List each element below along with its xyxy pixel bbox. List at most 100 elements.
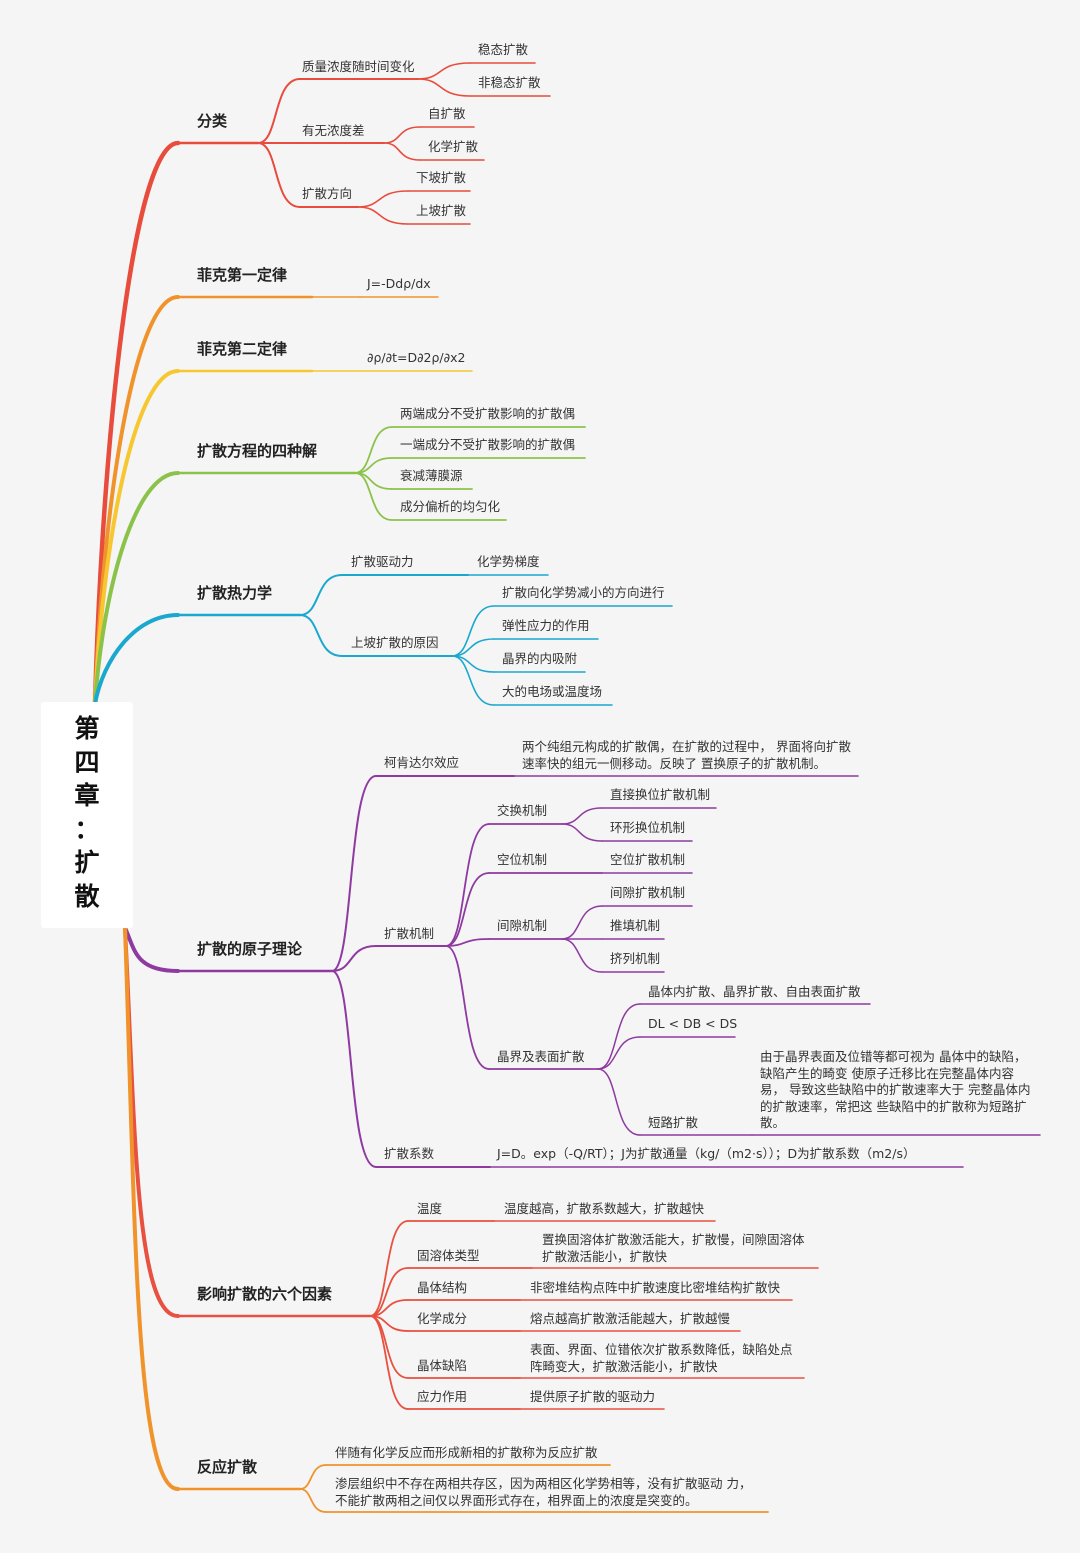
node-short-circuit[interactable]: 短路扩散 xyxy=(648,1115,699,1130)
branch-classification[interactable]: 分类 xyxy=(197,112,228,130)
node-fick2-equation[interactable]: ∂ρ/∂t=D∂2ρ/∂x2 xyxy=(367,350,466,365)
main-line-thermo xyxy=(93,613,180,706)
node-uphill-cause-4[interactable]: 大的电场或温度场 xyxy=(502,684,603,699)
node-uphill-cause-1[interactable]: 扩散向化学势减小的方向进行 xyxy=(502,585,665,600)
node-coefficient-formula[interactable]: J=D。exp（-Q/RT）；J为扩散通量（kg/（m2·s））；D为扩散系数（… xyxy=(497,1146,916,1161)
line-reaction-1 xyxy=(299,1464,327,1490)
node-solution-1[interactable]: 两端成分不受扩散影响的扩散偶 xyxy=(400,406,576,421)
line-steady xyxy=(417,62,471,80)
line-ring xyxy=(561,823,603,842)
main-line-fick1 xyxy=(93,295,180,706)
branch-thermodynamics[interactable]: 扩散热力学 xyxy=(197,584,273,602)
line-coef xyxy=(331,970,377,1168)
node-factor-solid-solution[interactable]: 固溶体类型 xyxy=(417,1248,480,1263)
main-line-atomic xyxy=(123,926,180,973)
line-gb-c2 xyxy=(597,1036,641,1070)
node-interstitial-mechanism[interactable]: 间隙机制 xyxy=(497,918,548,933)
node-interstitial-diffusion[interactable]: 间隙扩散机制 xyxy=(610,885,686,900)
node-push-fill[interactable]: 推填机制 xyxy=(610,918,661,933)
line-exchange xyxy=(445,823,490,947)
node-gb-types[interactable]: 晶体内扩散、晶界扩散、自由表面扩散 xyxy=(648,984,861,999)
node-diffusion-coefficient[interactable]: 扩散系数 xyxy=(384,1146,435,1161)
main-line-fick2 xyxy=(93,369,180,706)
node-direct-exchange[interactable]: 直接换位扩散机制 xyxy=(610,787,711,802)
node-exchange-mechanism[interactable]: 交换机制 xyxy=(497,803,548,818)
root-node[interactable]: 第四章：扩散 xyxy=(41,702,133,928)
line-reaction-2 xyxy=(299,1488,327,1513)
line-inter xyxy=(445,938,490,947)
line-crowd xyxy=(561,938,603,973)
node-concentration-diff[interactable]: 有无浓度差 xyxy=(302,123,365,138)
line-up xyxy=(357,206,409,225)
line-direct xyxy=(561,807,603,825)
line-vacancy xyxy=(445,872,490,947)
branch-six-factors[interactable]: 影响扩散的六个因素 xyxy=(197,1285,333,1303)
line-uphill-2 xyxy=(451,638,495,657)
line-uphill-4 xyxy=(451,655,495,706)
node-ring-exchange[interactable]: 环形换位机制 xyxy=(610,820,686,835)
node-factor-defects[interactable]: 晶体缺陷 xyxy=(417,1358,468,1373)
node-vacancy-mechanism[interactable]: 空位机制 xyxy=(497,852,548,867)
line-drive xyxy=(299,574,343,616)
node-mass-concentration[interactable]: 质量浓度随时间变化 xyxy=(302,59,415,74)
line-down xyxy=(357,190,409,208)
node-kirkendall-effect[interactable]: 柯肯达尔效应 xyxy=(384,755,460,770)
node-uphill-cause-3[interactable]: 晶界的内吸附 xyxy=(502,651,578,666)
node-chemical-diffusion[interactable]: 化学扩散 xyxy=(428,139,479,154)
node-vacancy-diffusion[interactable]: 空位扩散机制 xyxy=(610,852,686,867)
node-factor-crystal-structure[interactable]: 晶体结构 xyxy=(417,1280,468,1295)
line-factor-6 xyxy=(369,1315,409,1410)
node-uphill-diffusion[interactable]: 上坡扩散 xyxy=(416,203,467,218)
node-diffusion-mechanism[interactable]: 扩散机制 xyxy=(384,926,435,941)
node-self-diffusion[interactable]: 自扩散 xyxy=(428,106,466,121)
node-factor-defects-text[interactable]: 表面、界面、位错依次扩散系数降低，缺陷处点阵畸变大，扩散激活能小，扩散快 xyxy=(530,1342,793,1374)
node-driving-force[interactable]: 扩散驱动力 xyxy=(351,554,414,569)
node-uphill-cause-2[interactable]: 弹性应力的作用 xyxy=(502,618,590,633)
main-line-react xyxy=(123,926,180,1491)
branch-fick-first-law[interactable]: 菲克第一定律 xyxy=(197,266,288,284)
node-diffusion-direction[interactable]: 扩散方向 xyxy=(302,186,353,201)
line-gb-c1 xyxy=(597,1003,641,1070)
node-factor-stress[interactable]: 应力作用 xyxy=(417,1389,468,1404)
node-factor-composition-text[interactable]: 熔点越高扩散激活能越大，扩散越慢 xyxy=(530,1311,731,1326)
node-factor-stress-text[interactable]: 提供原子扩散的驱动力 xyxy=(530,1389,656,1404)
line-solution-4 xyxy=(354,472,393,521)
node-factor-temperature-text[interactable]: 温度越高，扩散系数越大，扩散越快 xyxy=(504,1201,705,1216)
node-grain-boundary-surface[interactable]: 晶界及表面扩散 xyxy=(497,1049,585,1064)
node-gb-order[interactable]: DL < DB < DS xyxy=(648,1016,738,1031)
node-solution-3[interactable]: 衰减薄膜源 xyxy=(400,468,463,483)
line-factor-1 xyxy=(369,1220,409,1317)
node-reaction-definition[interactable]: 伴随有化学反应而形成新相的扩散称为反应扩散 xyxy=(335,1445,598,1460)
node-factor-crystal-structure-text[interactable]: 非密堆结构点阵中扩散速度比密堆结构扩散快 xyxy=(530,1280,781,1295)
node-kirkendall-text[interactable]: 两个纯组元构成的扩散偶，在扩散的过程中， 界面将向扩散速率快的组元一侧移动。反映… xyxy=(522,739,851,771)
node-solution-4[interactable]: 成分偏析的均匀化 xyxy=(400,499,501,514)
node-factor-solid-solution-text[interactable]: 置换固溶体扩散激活能大，扩散慢，间隙固溶体扩散激活能小，扩散快 xyxy=(542,1232,805,1264)
line-solution-1 xyxy=(354,426,393,474)
node-solution-2[interactable]: 一端成分不受扩散影响的扩散偶 xyxy=(400,437,576,452)
line-self xyxy=(383,126,421,144)
line-kirk xyxy=(331,775,377,972)
line-short xyxy=(597,1068,641,1136)
main-line-classification xyxy=(92,140,181,707)
node-downhill-diffusion[interactable]: 下坡扩散 xyxy=(416,170,467,185)
branch-atomic-theory[interactable]: 扩散的原子理论 xyxy=(197,940,303,958)
branch-fick-second-law[interactable]: 菲克第二定律 xyxy=(197,340,288,358)
node-short-circuit-text[interactable]: 由于晶界表面及位错等都可视为 晶体中的缺陷，缺陷产生的畸变 使原子迁移比在完整晶… xyxy=(760,1049,1031,1130)
node-factor-composition[interactable]: 化学成分 xyxy=(417,1311,468,1326)
line-uphill-1 xyxy=(451,605,495,657)
node-steady-diffusion[interactable]: 稳态扩散 xyxy=(478,42,529,57)
branch-reaction-diffusion[interactable]: 反应扩散 xyxy=(197,1458,258,1476)
node-unsteady-diffusion[interactable]: 非稳态扩散 xyxy=(478,75,541,90)
main-line-four xyxy=(93,471,180,706)
line-chem xyxy=(383,142,421,161)
branch-four-solutions[interactable]: 扩散方程的四种解 xyxy=(197,442,318,460)
node-chemical-potential-gradient[interactable]: 化学势梯度 xyxy=(477,554,540,569)
node-reaction-layer-text[interactable]: 渗层组织中不存在两相共存区，因为两相区化学势相等，没有扩散驱动 力，不能扩散两相… xyxy=(335,1476,752,1508)
node-factor-temperature[interactable]: 温度 xyxy=(417,1201,443,1216)
line-unsteady xyxy=(417,78,471,97)
node-uphill-cause[interactable]: 上坡扩散的原因 xyxy=(351,635,439,650)
line-mass-conc xyxy=(257,78,301,144)
node-fick1-equation[interactable]: J=-Ddρ/dx xyxy=(367,276,431,291)
node-crowdion[interactable]: 挤列机制 xyxy=(610,951,661,966)
